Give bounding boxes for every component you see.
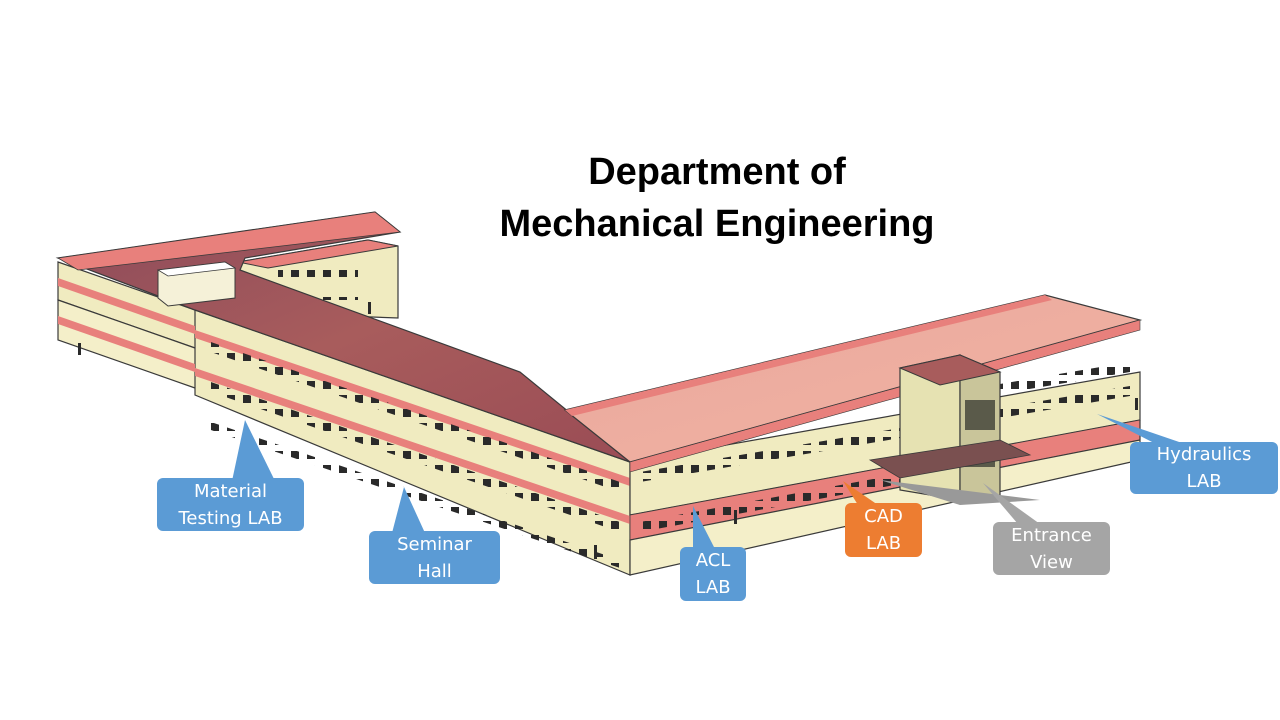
label-material-line-1: Material [193,480,268,502]
label-hydraulics-lab[interactable]: Hydraulics LAB [1130,442,1278,494]
label-acl-line-1: ACL [695,550,731,571]
label-material-testing-lab[interactable]: Material Testing LAB [157,478,304,531]
label-acl-line-2: LAB [695,577,731,598]
people-figures [78,302,1138,559]
right-wing [563,294,1143,576]
label-cad-lab[interactable]: CAD LAB [845,503,922,557]
label-hydraulics-line-1: Hydraulics [1156,444,1252,465]
label-seminar-hall[interactable]: Seminar Hall [369,531,500,584]
label-hydraulics-line-2: LAB [1186,471,1222,492]
label-seminar-line-1: Seminar [397,533,472,555]
label-entrance-line-2: View [1030,551,1073,573]
stair-tower [868,354,1040,505]
label-material-line-2: Testing LAB [178,507,283,529]
page-title: Department of Mechanical Engineering [417,146,1017,250]
label-seminar-line-2: Hall [417,560,452,582]
label-cad-line-2: LAB [865,533,902,554]
label-entrance-view[interactable]: Entrance View [993,522,1110,575]
label-entrance-line-1: Entrance [1011,524,1092,546]
left-wing [55,211,631,576]
title-line-2: Mechanical Engineering [499,203,935,245]
label-cad-line-1: CAD [864,506,903,527]
title-line-1: Department of [588,151,846,193]
label-acl-lab[interactable]: ACL LAB [680,547,746,601]
